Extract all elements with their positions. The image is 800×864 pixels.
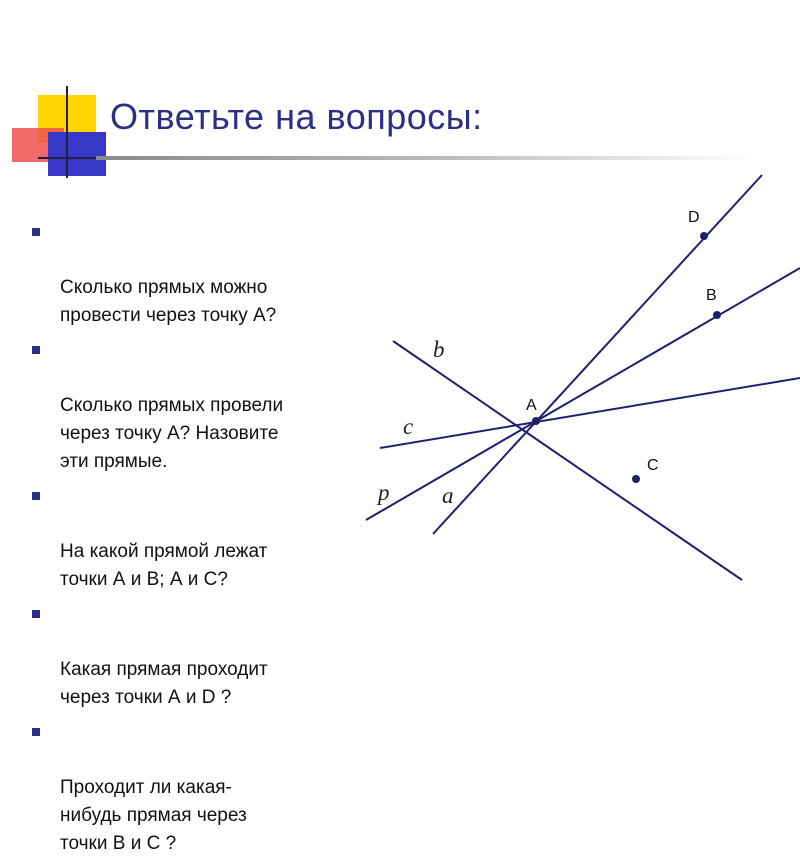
question-text: Проходит ли какая- нибудь прямая через т… — [60, 777, 247, 854]
question-item: Сколько прямых можно провести через точк… — [30, 218, 380, 330]
line-label-p: p — [376, 480, 390, 505]
title-underline — [96, 156, 756, 160]
point-b-dot — [713, 311, 721, 319]
line-label-b: b — [433, 337, 445, 362]
question-text: Сколько прямых можно провести через точк… — [60, 277, 277, 326]
decor-blue-square — [48, 132, 106, 176]
question-text: Какая прямая проходит через точки А и D … — [60, 659, 268, 708]
point-label-d: D — [688, 209, 700, 226]
point-label-c: C — [647, 457, 659, 474]
decor-horizontal-line — [38, 157, 118, 159]
line-b — [392, 340, 743, 581]
line-label-a: a — [442, 483, 454, 508]
question-item: Проходит ли какая- нибудь прямая через т… — [30, 718, 380, 858]
bullet-square-icon — [32, 728, 40, 736]
slide-title: Ответьте на вопросы: — [110, 96, 483, 137]
decor-vertical-line — [66, 86, 68, 178]
point-d-dot — [700, 232, 708, 240]
slide: Ответьте на вопросы: Сколько прямых можн… — [12, 86, 800, 854]
bullet-square-icon — [32, 346, 40, 354]
line-p — [365, 267, 800, 521]
question-text: Сколько прямых провели через точку А? На… — [60, 395, 284, 472]
point-label-b: B — [706, 287, 717, 304]
bullet-square-icon — [32, 228, 40, 236]
question-item: Сколько прямых провели через точку А? На… — [30, 336, 380, 476]
question-text: На какой прямой лежат точки А и В; А и С… — [60, 541, 268, 590]
bullet-square-icon — [32, 492, 40, 500]
point-label-a: A — [526, 397, 537, 414]
point-c-dot — [632, 475, 640, 483]
line-c — [379, 377, 800, 449]
lines-through-point-figure: b c p a A D B C — [365, 174, 800, 581]
question-item: На какой прямой лежат точки А и В; А и С… — [30, 482, 380, 594]
bullet-square-icon — [32, 610, 40, 618]
point-a-dot — [532, 417, 540, 425]
line-label-c: c — [403, 414, 413, 439]
question-item: Какая прямая проходит через точки А и D … — [30, 600, 380, 712]
